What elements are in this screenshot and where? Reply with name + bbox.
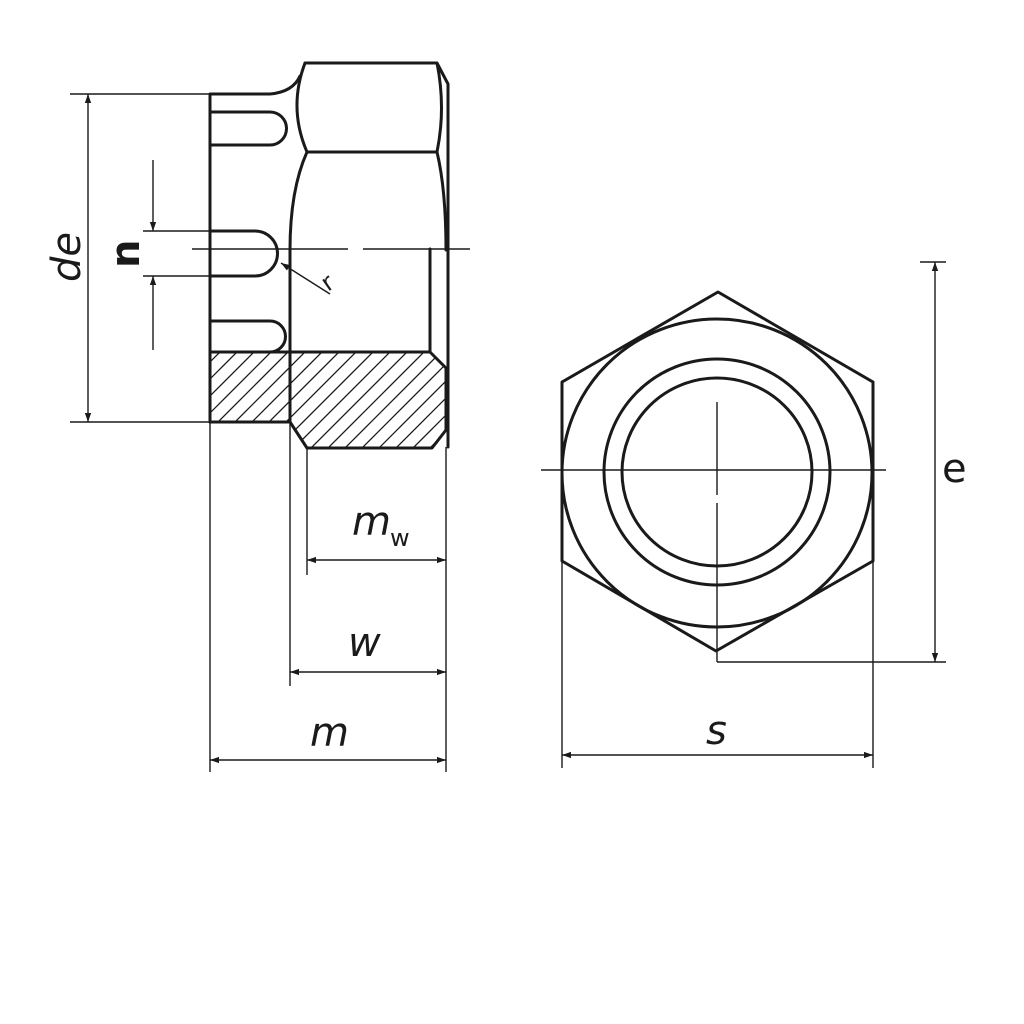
- hatch-line: [213, 352, 335, 448]
- hatch-line: [400, 352, 446, 448]
- hatch-line: [210, 352, 233, 448]
- hatch-line: [434, 352, 446, 448]
- hatch-line: [281, 352, 403, 448]
- r-leader: [280, 262, 331, 295]
- section-hatching: [10, 340, 657, 460]
- hatch-line: [366, 352, 446, 448]
- hatch-line: [537, 340, 657, 460]
- hatch-line: [210, 352, 267, 448]
- slot-middle: [208, 229, 279, 278]
- hatch-line: [44, 340, 164, 460]
- hatch-line: [210, 352, 216, 448]
- e-label: e: [942, 446, 967, 492]
- hatch-line: [61, 340, 181, 460]
- hatch-line: [452, 340, 572, 460]
- hatch-line: [332, 352, 446, 448]
- hatch-line: [27, 340, 147, 460]
- de-label: de: [44, 232, 90, 282]
- r-label: r: [315, 268, 339, 297]
- n-label: n: [103, 240, 149, 268]
- hatch-line: [486, 340, 606, 460]
- hatch-line: [298, 352, 420, 448]
- w-label: w: [348, 620, 381, 666]
- hex-top-face: [295, 61, 450, 449]
- hatch-line: [264, 352, 386, 448]
- hatch-line: [210, 352, 284, 448]
- slot-top: [208, 110, 288, 147]
- hatch-line: [78, 340, 198, 460]
- s-label: s: [706, 708, 727, 754]
- slot-bottom: [208, 319, 287, 354]
- hex-side-curve: [288, 150, 448, 354]
- m-label: m: [310, 710, 349, 756]
- collar-outline: [208, 74, 302, 424]
- hatch-line: [210, 352, 301, 448]
- hatch-line: [210, 352, 250, 448]
- hatch-line: [315, 352, 437, 448]
- hatch-line: [383, 352, 446, 448]
- hatch-line: [247, 352, 369, 448]
- hatch-line: [349, 352, 446, 448]
- hatch-line: [210, 352, 318, 448]
- hexagon-outline: [560, 290, 875, 653]
- mw-subscript: w: [390, 524, 410, 552]
- hatch-line: [10, 340, 130, 460]
- front-view: e s: [541, 261, 967, 768]
- side-view: de n r m w w m: [10, 61, 657, 772]
- section-outline: [208, 350, 448, 450]
- hatch-line: [469, 340, 589, 460]
- mw-label: m: [352, 499, 391, 545]
